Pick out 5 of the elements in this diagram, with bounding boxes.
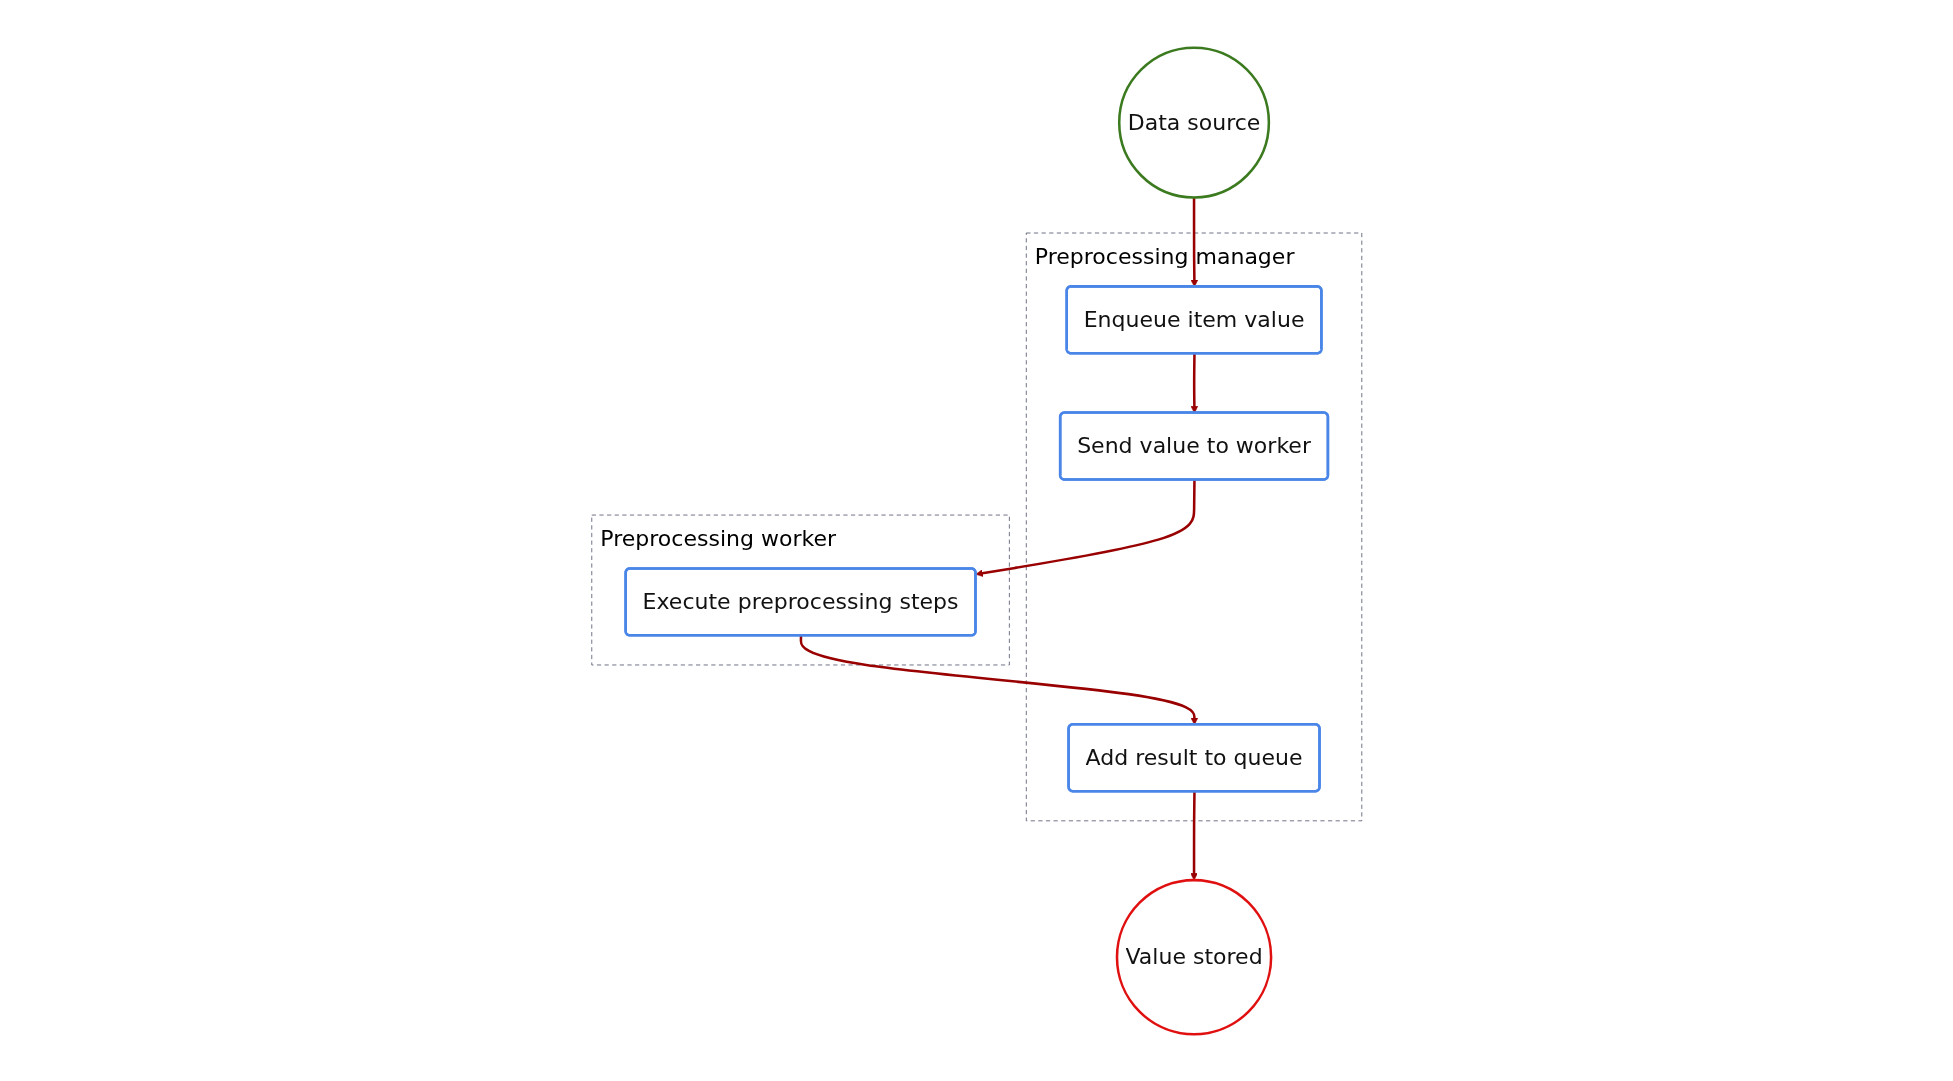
node-circle: Data source [1117,46,1270,199]
arrow [975,479,1196,577]
node-circle: Value stored [1115,878,1273,1035]
arrow [1190,353,1198,413]
arrow [1190,791,1198,880]
